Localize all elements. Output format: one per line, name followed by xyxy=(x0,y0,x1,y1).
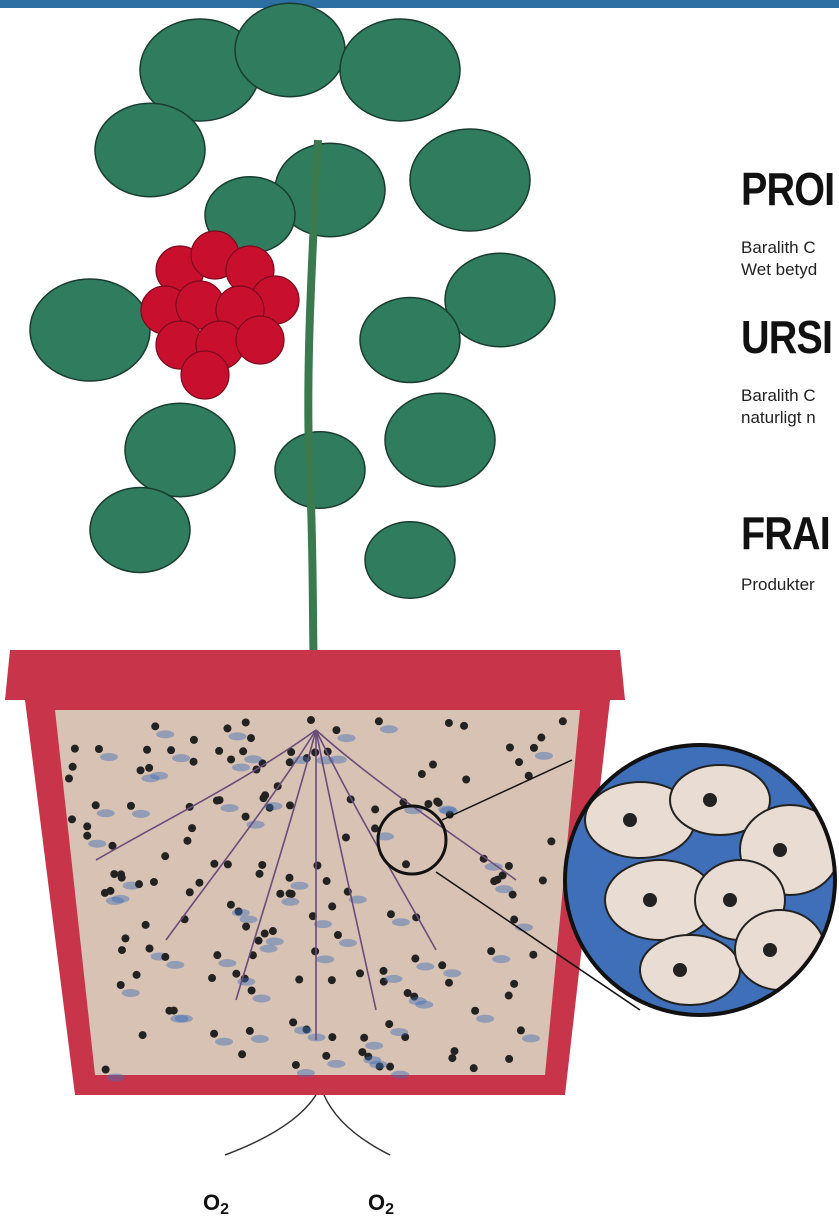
oxygen-arrows xyxy=(225,1095,390,1155)
magnifier-circle xyxy=(565,745,839,1015)
section-text-1-line-1: Baralith C xyxy=(741,237,816,259)
section-text-3-line-1: Produkter xyxy=(741,574,815,596)
oxygen-label-left: O2 xyxy=(203,1190,229,1219)
oxygen-label-right: O2 xyxy=(368,1190,394,1219)
section-text-1-line-2: Wet betyd xyxy=(741,259,817,281)
flower-head xyxy=(141,231,299,399)
section-heading-3: FRAI xyxy=(741,510,830,556)
section-heading-2: URSI xyxy=(741,314,832,360)
section-heading-1: PROI xyxy=(741,166,834,212)
pot-rim xyxy=(5,650,625,700)
section-text-2-line-1: Baralith C xyxy=(741,385,816,407)
plant-stem xyxy=(308,140,318,720)
section-text-2-line-2: naturligt n xyxy=(741,407,816,429)
